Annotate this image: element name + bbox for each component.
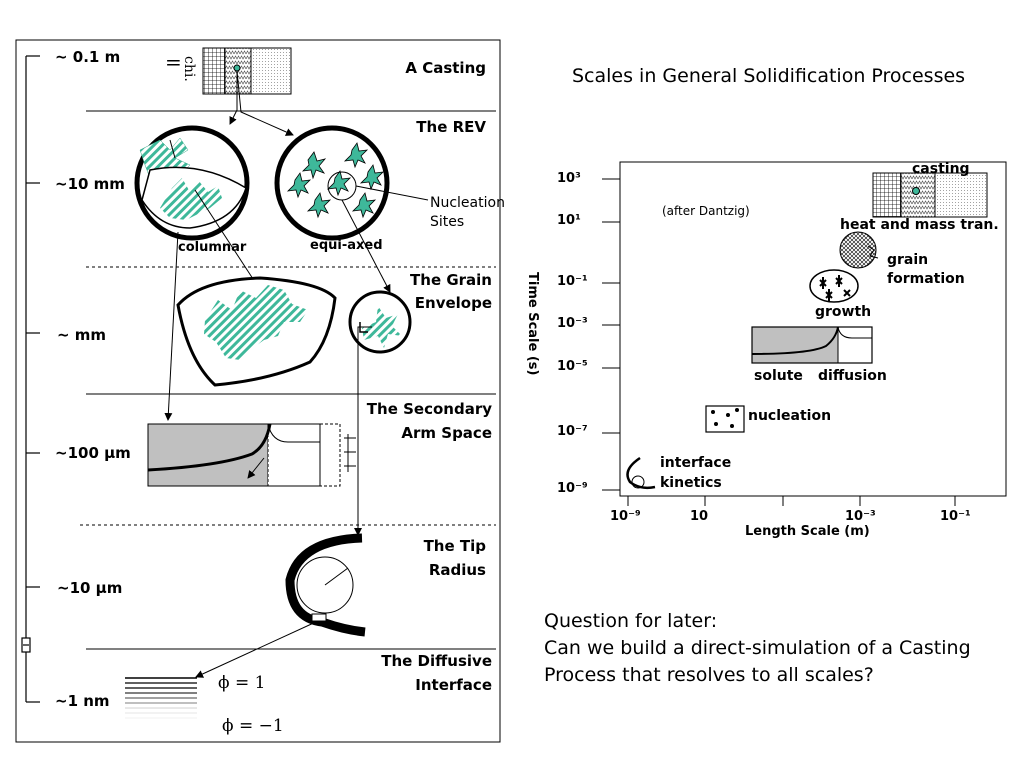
section-title-tip-1: The Tip [423, 537, 486, 555]
y-tick-label: 10³ [557, 171, 581, 186]
phi-minus-label: ϕ = −1 [222, 716, 284, 736]
casting-arrows [229, 70, 294, 136]
grain-envelope-columnar [176, 276, 337, 387]
chart-nucleation-box [705, 405, 745, 433]
chart-label-diffusion: diffusion [818, 368, 887, 384]
y-axis-label: Time Scale (s) [525, 272, 540, 376]
grain-envelope-equiaxed [348, 290, 412, 354]
chart-solute-box [751, 326, 873, 364]
chart-label-nucleation: nucleation [748, 408, 832, 424]
nucleation-sites-label-1: Nucleation [430, 195, 505, 211]
question-line-3: Process that resolves to all scales? [544, 664, 874, 686]
scale-label-10mm: ~10 mm [55, 175, 125, 193]
x-tick-label: 10⁻³ [845, 509, 876, 524]
chart-frame [619, 161, 1007, 497]
chart-label-grain-1: grain [887, 252, 929, 268]
chart-heat-mass-circle [839, 231, 879, 269]
y-tick-label: 10⁻⁷ [557, 424, 588, 439]
chart-casting-mold [872, 172, 988, 218]
section-title-sas-2: Arm Space [401, 424, 492, 442]
y-tick-label: 10⁻⁵ [557, 359, 588, 374]
equals-sign: = [165, 50, 182, 74]
scale-label-100um: ~100 μm [55, 444, 131, 462]
section-dividers [80, 110, 496, 650]
section-title-grain-2: Envelope [414, 294, 492, 312]
chart-interface-kinetics [626, 456, 656, 490]
chi-label: chi. [181, 56, 197, 82]
y-tick-label: 10⁻⁹ [557, 481, 588, 496]
left-panel-frame [15, 39, 501, 743]
columnar-label: columnar [178, 240, 247, 255]
x-axis-label: Length Scale (m) [745, 524, 870, 539]
rev-columnar-circle [134, 125, 250, 241]
x-tick-label: 10⁻⁹ [610, 509, 641, 524]
nucleation-sites-label-2: Sites [430, 214, 465, 230]
scale-label-01m: ~ 0.1 m [55, 48, 121, 66]
chart-x-ticks [627, 496, 956, 506]
chart-label-heat-mass: heat and mass tran. [840, 217, 999, 233]
page-title: Scales in General Solidification Process… [572, 65, 966, 87]
scale-bracket [21, 55, 40, 703]
x-tick-label: 10⁻¹ [940, 509, 971, 524]
tip-radius [195, 533, 366, 678]
section-title-diffusive-1: The Diffusive [381, 652, 492, 670]
section-title-grain-1: The Grain [410, 271, 492, 289]
chart-y-ticks [602, 178, 620, 491]
y-tick-label: 10⁻³ [557, 316, 588, 331]
chart-attribution: (after Dantzig) [662, 204, 750, 218]
sas-box [147, 423, 356, 487]
casting-mold [202, 47, 292, 95]
chart-label-grain-2: formation [887, 271, 965, 287]
grain-to-tip-line [354, 326, 372, 536]
section-title-casting: A Casting [405, 59, 486, 77]
scale-label-10um: ~10 μm [57, 579, 123, 597]
y-tick-label: 10¹ [557, 213, 581, 228]
rev-equiaxed-circle [274, 125, 429, 241]
phi-plus-label: ϕ = 1 [218, 673, 266, 693]
section-title-rev: The REV [416, 118, 486, 136]
section-title-sas-1: The Secondary [366, 400, 492, 418]
chart-label-interface-2: kinetics [660, 475, 722, 491]
chart-label-growth: growth [815, 304, 872, 320]
scale-label-1nm: ~1 nm [55, 692, 110, 710]
chart-label-casting: casting [912, 161, 970, 177]
chart-label-interface-1: interface [660, 455, 732, 471]
diffusive-interface-lines [125, 677, 197, 719]
scale-label-mm: ~ mm [57, 326, 107, 344]
x-tick-label: 10 [690, 509, 709, 524]
section-title-diffusive-2: Interface [415, 676, 492, 694]
section-title-tip-2: Radius [428, 561, 486, 579]
question-line-2: Can we build a direct-simulation of a Ca… [544, 637, 971, 659]
question-line-1: Question for later: [544, 610, 718, 632]
equiaxed-label: equi-axed [310, 238, 383, 253]
chart-grain-circle [809, 269, 859, 303]
chart-label-solute: solute [754, 368, 803, 384]
y-tick-label: 10⁻¹ [557, 274, 588, 289]
